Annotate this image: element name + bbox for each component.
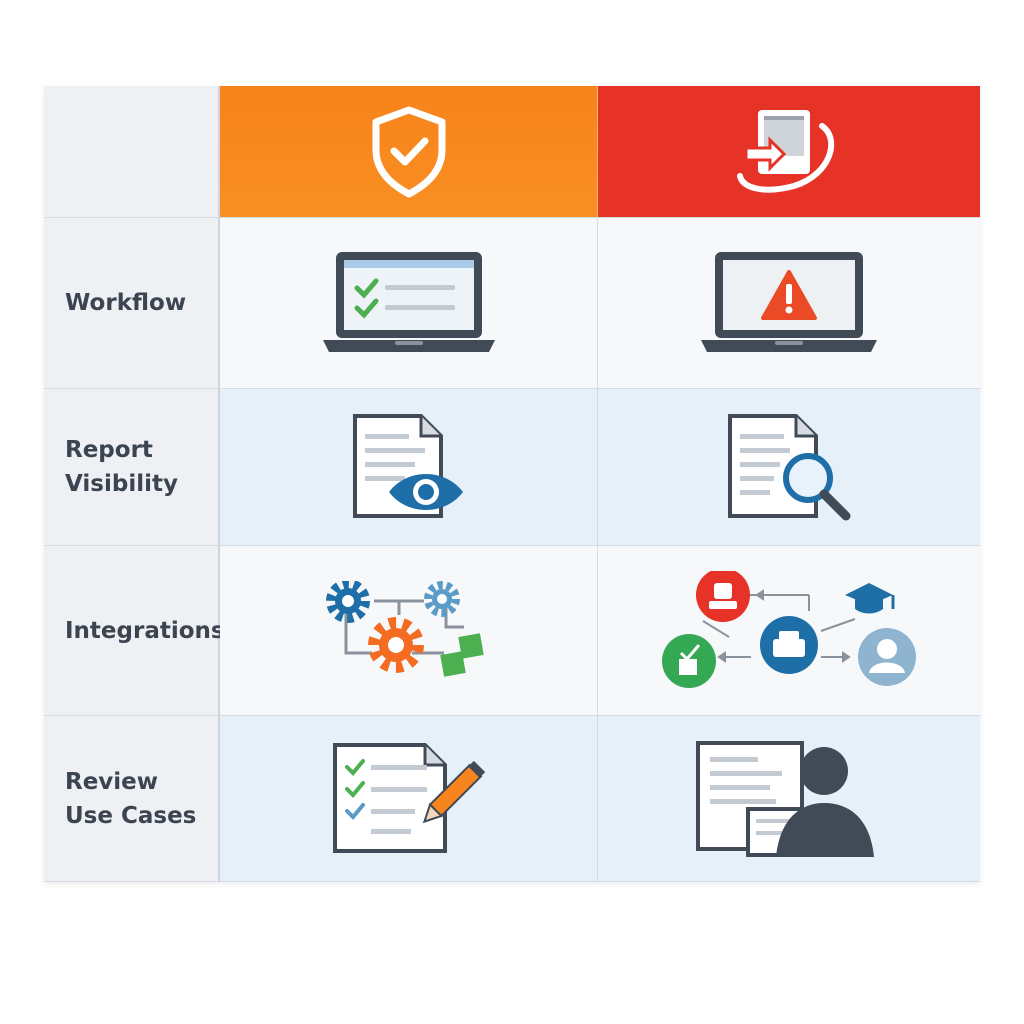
row-label-text: Workflow (65, 290, 187, 316)
laptop-warning-icon (697, 248, 881, 358)
user-network-icon (659, 570, 919, 691)
workflow-cell-a (220, 218, 598, 389)
checklist-pencil-icon (329, 739, 489, 859)
laptop-checklist-icon (319, 248, 499, 358)
gears-network-icon (324, 580, 494, 681)
row-label-workflow: Workflow (44, 218, 220, 389)
document-eye-icon (349, 412, 469, 522)
row-label-integrations: Integrations (44, 546, 225, 716)
document-user-icon (694, 737, 884, 861)
row-label-text: Report Visibility (65, 437, 178, 497)
document-magnifier-icon (724, 412, 854, 522)
shield-check-icon (364, 104, 454, 200)
row-label-report-visibility: Report Visibility (44, 389, 220, 546)
header-corner-cell (44, 86, 220, 218)
row-label-text: Integrations (65, 617, 225, 644)
comparison-table: Workflow (44, 86, 980, 882)
report-visibility-cell-b (598, 389, 980, 546)
integrations-cell-a (220, 546, 598, 716)
row-label-review-use-cases: Review Use Cases (44, 716, 220, 882)
row-label-text: Review Use Cases (65, 768, 197, 829)
integrations-cell-b (598, 546, 980, 716)
review-use-cases-cell-a (220, 716, 598, 882)
report-visibility-cell-a (220, 389, 598, 546)
review-use-cases-cell-b (598, 716, 980, 882)
document-refresh-icon (734, 104, 844, 200)
column-header-a (220, 86, 598, 218)
workflow-cell-b (598, 218, 980, 389)
column-header-b (598, 86, 980, 218)
